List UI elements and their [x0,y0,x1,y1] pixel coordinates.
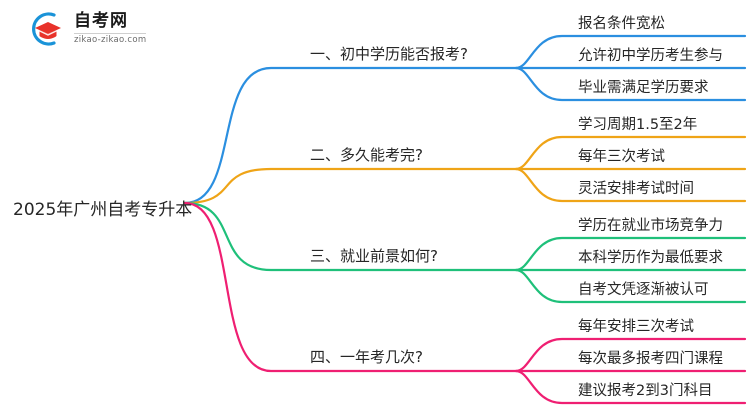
branch-4-leaf-1-label[interactable]: 每年安排三次考试 [578,319,694,335]
branch-1-leaf-3-connector [514,66,747,102]
branch-2-leaf-1-label[interactable]: 学习周期1.5至2年 [578,117,698,133]
branch-2-leaf-3-connector [514,167,747,203]
graduation-cap-icon [32,12,61,46]
logo-text-block: 自考网 zikao-zikao.com [74,11,147,46]
branch-3-leaf-1-label[interactable]: 学历在就业市场竞争力 [578,218,723,234]
branch-2-leaf-2-label[interactable]: 每年三次考试 [578,149,665,165]
branch-1-leaf-3-label[interactable]: 毕业需满足学历要求 [578,80,709,96]
logo-mark [28,9,68,49]
branch-1-label[interactable]: 一、初中学历能否报考? [310,45,468,63]
branch-2-leaf-3-label[interactable]: 灵活安排考试时间 [578,181,694,197]
branch-2-connector [183,167,518,205]
branch-1-leaf-2-label[interactable]: 允许初中学历考生参与 [578,48,723,64]
logo-title: 自考网 [74,11,128,32]
branch-4-leaf-3-connector [514,369,747,405]
branch-4-leaf-3-label[interactable]: 建议报考2到3门科目 [578,383,713,399]
branch-4-label[interactable]: 四、一年考几次? [310,348,423,366]
branch-3-label[interactable]: 三、就业前景如何? [310,247,438,265]
site-logo: 自考网 zikao-zikao.com [28,8,188,50]
branch-4-connector [183,201,518,373]
branch-4-leaf-2-label[interactable]: 每次最多报考四门课程 [578,351,723,367]
branch-1-leaf-1-label[interactable]: 报名条件宽松 [578,16,665,32]
branch-1-connector [183,66,518,205]
branch-3-connector [183,201,518,272]
root-node-label[interactable]: 2025年广州自考专升本 [13,200,193,220]
logo-domain: zikao-zikao.com [74,35,147,46]
branch-3-leaf-3-connector [514,268,747,304]
logo-divider [74,33,147,35]
branch-3-leaf-3-label[interactable]: 自考文凭逐渐被认可 [578,282,709,298]
branch-3-leaf-2-label[interactable]: 本科学历作为最低要求 [578,250,723,266]
branch-2-label[interactable]: 二、多久能考完? [310,146,423,164]
